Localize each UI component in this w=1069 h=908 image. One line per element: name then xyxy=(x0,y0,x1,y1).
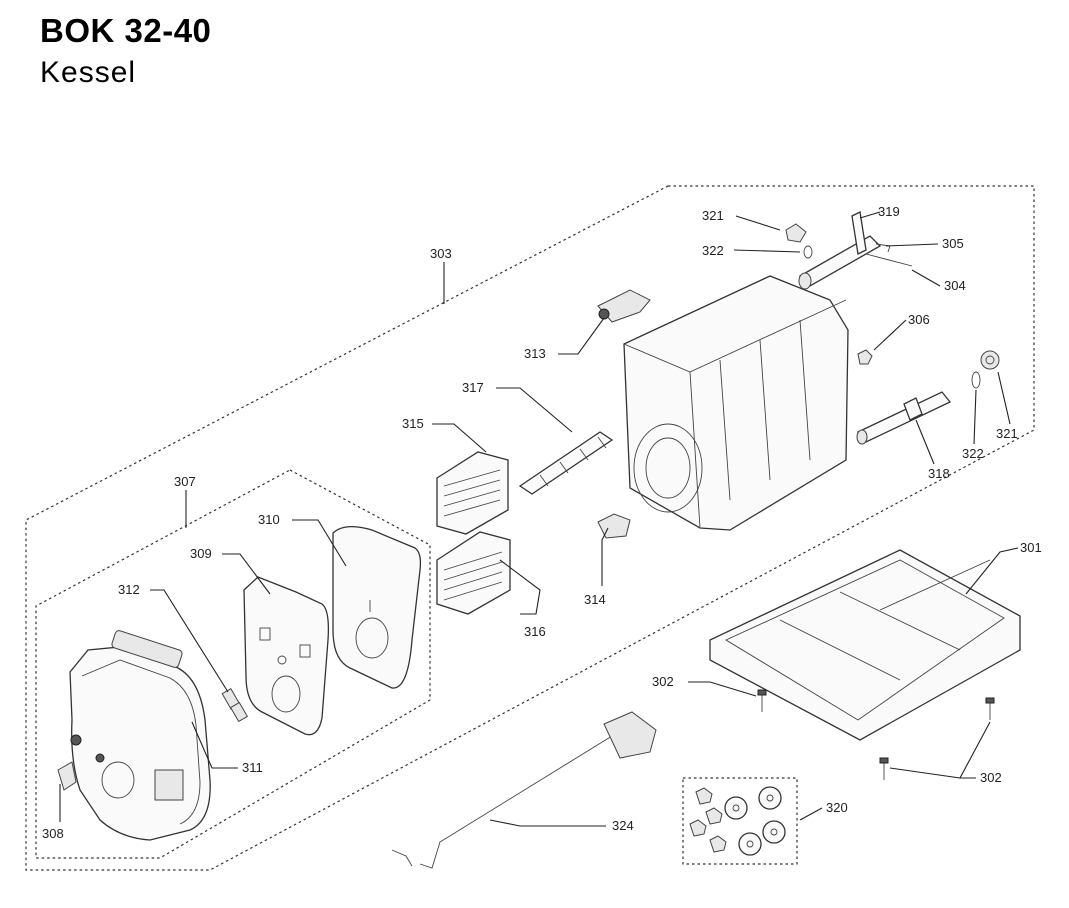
label-322-upper: 322 xyxy=(702,243,724,258)
part-317-rail xyxy=(518,431,614,495)
label-308: 308 xyxy=(42,826,64,841)
label-310: 310 xyxy=(258,512,280,527)
label-301: 301 xyxy=(1020,540,1042,555)
label-309: 309 xyxy=(190,546,212,561)
part-308-latch xyxy=(57,761,77,791)
leader-lines xyxy=(59,211,1019,827)
part-321-cap-lower xyxy=(980,350,1000,370)
part-302-screw-b xyxy=(985,697,995,720)
part-319-pipe xyxy=(798,211,882,290)
part-302-screw-a xyxy=(757,689,767,712)
page-subtitle: Kessel xyxy=(40,56,137,89)
label-303: 303 xyxy=(430,246,452,261)
part-309-insulation xyxy=(243,576,330,736)
group-320-outline xyxy=(682,777,798,865)
part-322-oring-upper xyxy=(803,245,813,259)
label-322-lower: 322 xyxy=(962,446,984,461)
label-317: 317 xyxy=(462,380,484,395)
label-318: 318 xyxy=(928,466,950,481)
label-316: 316 xyxy=(524,624,546,639)
part-318-pipe xyxy=(856,391,952,445)
part-310-gasket xyxy=(332,526,422,689)
part-324-electrode xyxy=(391,711,657,869)
label-324: 324 xyxy=(612,818,634,833)
label-312: 312 xyxy=(118,582,140,597)
part-304-pin xyxy=(865,253,913,267)
label-315: 315 xyxy=(402,416,424,431)
part-311-burner-door xyxy=(69,630,211,841)
part-320-hardware xyxy=(689,786,786,856)
label-307: 307 xyxy=(174,474,196,489)
part-312-clip xyxy=(221,688,249,723)
part-306-nut xyxy=(857,349,873,365)
label-302-b: 302 xyxy=(980,770,1002,785)
part-301-frame xyxy=(709,549,1021,741)
label-319: 319 xyxy=(878,204,900,219)
label-305: 305 xyxy=(942,236,964,251)
label-311: 311 xyxy=(242,760,263,775)
label-302-a: 302 xyxy=(652,674,674,689)
boiler-body xyxy=(623,275,849,531)
part-313-sensor xyxy=(597,289,651,323)
label-306: 306 xyxy=(908,312,930,327)
part-314-sensor xyxy=(597,513,631,539)
label-314: 314 xyxy=(584,592,606,607)
part-321-cap-upper xyxy=(785,223,807,243)
page-title: BOK 32-40 xyxy=(40,12,212,49)
label-321-upper: 321 xyxy=(702,208,724,223)
part-322-oring-lower xyxy=(971,371,981,389)
group-307-outline xyxy=(35,469,431,859)
label-304: 304 xyxy=(944,278,966,293)
part-315-segment xyxy=(436,451,509,535)
part-302-screw-c xyxy=(879,757,889,780)
label-313: 313 xyxy=(524,346,546,361)
part-316-segment xyxy=(436,531,511,615)
label-321-lower: 321 xyxy=(996,426,1018,441)
label-320: 320 xyxy=(826,800,848,815)
